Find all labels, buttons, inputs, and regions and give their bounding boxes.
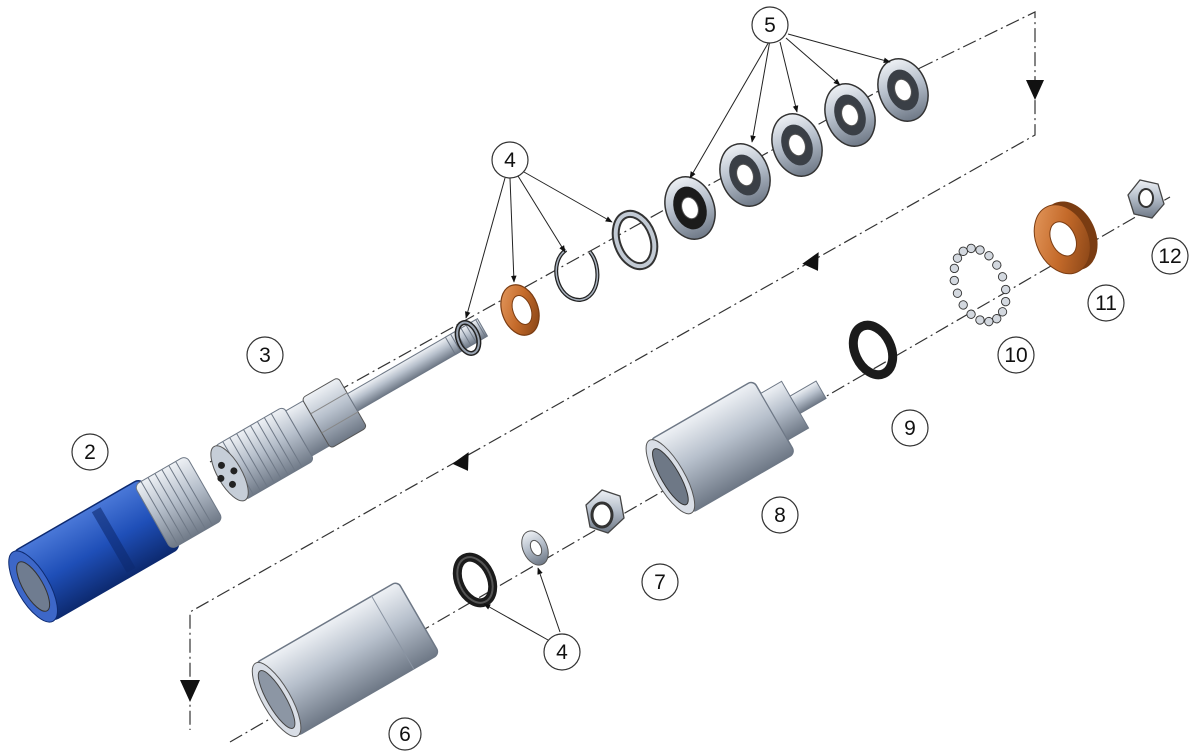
svg-text:5: 5 bbox=[764, 14, 776, 37]
part-4-black-washer bbox=[452, 552, 498, 608]
part-4-retaining-ring bbox=[554, 248, 600, 303]
axis-arrow-down-top bbox=[1026, 80, 1044, 100]
ball bbox=[952, 288, 963, 298]
ball bbox=[997, 272, 1008, 282]
axis-arrow-down-bottom bbox=[180, 680, 200, 702]
ball bbox=[1001, 284, 1011, 295]
ball bbox=[975, 245, 985, 255]
svg-text:10: 10 bbox=[1004, 344, 1027, 367]
part-4-steel-washer bbox=[521, 530, 549, 566]
svg-text:7: 7 bbox=[654, 571, 666, 594]
svg-text:12: 12 bbox=[1158, 245, 1181, 268]
balloon-part-2: 2 bbox=[71, 433, 109, 471]
ball bbox=[966, 243, 976, 254]
part-4-flat-washer bbox=[611, 209, 659, 271]
balloon-part-10: 10 bbox=[997, 336, 1035, 374]
part-5-bearing-3 bbox=[771, 113, 823, 177]
part-5-bearing-4 bbox=[824, 83, 876, 147]
leader-lines bbox=[464, 33, 891, 641]
part-7-hex-nut bbox=[585, 489, 625, 534]
ball bbox=[992, 260, 1002, 270]
svg-text:4: 4 bbox=[556, 641, 568, 664]
axis-arrow-mid-2 bbox=[452, 452, 469, 471]
part-5-bearing-1 bbox=[664, 176, 716, 240]
balloon-part-3: 3 bbox=[246, 336, 284, 374]
svg-text:6: 6 bbox=[399, 723, 411, 746]
balloon-part-11: 11 bbox=[1087, 284, 1125, 322]
ball bbox=[1000, 296, 1011, 307]
part-12-small-nut bbox=[1127, 179, 1165, 219]
ball bbox=[952, 253, 963, 263]
svg-text:4: 4 bbox=[504, 149, 516, 172]
svg-text:2: 2 bbox=[84, 441, 96, 464]
part-3-shaft bbox=[210, 318, 489, 502]
svg-text:9: 9 bbox=[904, 417, 916, 440]
part-4-bronze-washer bbox=[500, 284, 540, 336]
svg-text:3: 3 bbox=[259, 344, 271, 367]
balloon-part-4-top: 4 bbox=[491, 141, 529, 179]
part-2-blue-sleeve bbox=[8, 457, 222, 623]
part-9-black-ring bbox=[848, 320, 898, 380]
ball bbox=[966, 309, 976, 319]
balloon-part-5: 5 bbox=[751, 6, 789, 44]
ball bbox=[984, 251, 994, 261]
ball bbox=[997, 307, 1008, 317]
balloon-part-4-bottom: 4 bbox=[543, 633, 581, 671]
balloon-part-9: 9 bbox=[891, 409, 929, 447]
part-4-small-washer bbox=[454, 320, 482, 356]
part-6-tube bbox=[251, 582, 439, 738]
balloon-part-12: 12 bbox=[1151, 237, 1189, 275]
svg-text:8: 8 bbox=[774, 504, 786, 527]
ball bbox=[949, 275, 959, 286]
svg-text:11: 11 bbox=[1095, 292, 1117, 315]
part-5-bearing-2 bbox=[719, 143, 771, 207]
balloon-part-7: 7 bbox=[641, 563, 679, 601]
balloon-part-6: 6 bbox=[388, 717, 422, 751]
balloon-part-8: 8 bbox=[761, 496, 799, 534]
axis-arrow-mid-1 bbox=[802, 252, 819, 271]
part-11-bronze-bushing bbox=[1033, 201, 1098, 275]
ball bbox=[958, 300, 968, 310]
part-10-ball-ring bbox=[949, 243, 1011, 327]
ball bbox=[949, 263, 960, 274]
ball bbox=[975, 315, 985, 325]
ball bbox=[984, 316, 994, 327]
part-8-housing bbox=[645, 380, 827, 515]
part-5-bearing-5 bbox=[877, 58, 929, 122]
